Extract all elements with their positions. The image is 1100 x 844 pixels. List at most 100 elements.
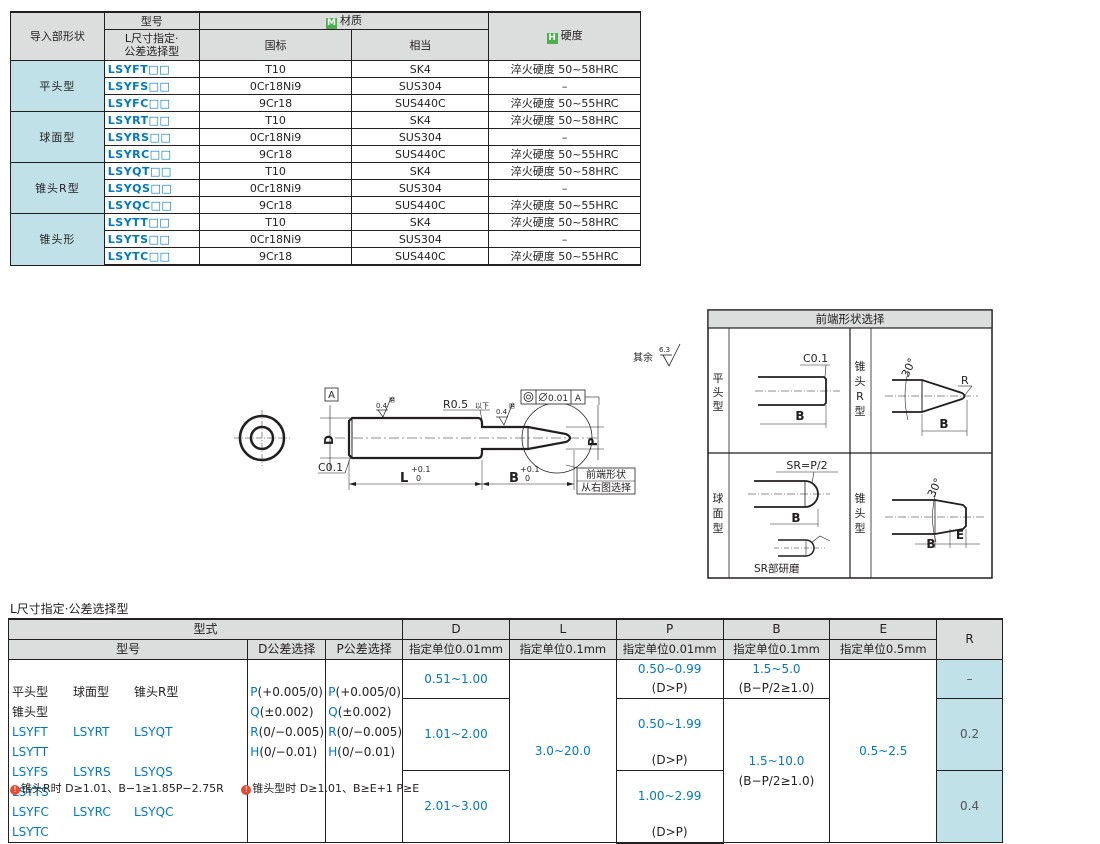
svg-text:B: B bbox=[791, 511, 800, 525]
p-tol-key: H bbox=[328, 745, 338, 759]
hardness-value: – bbox=[488, 128, 641, 146]
shape-name: 平头型 bbox=[10, 60, 105, 112]
gb-material: 9Cr18 bbox=[198, 145, 353, 163]
pin-side-view bbox=[335, 402, 600, 474]
equiv-material: SK4 bbox=[351, 60, 490, 78]
model-code: LSYTS bbox=[12, 785, 49, 799]
d-tol-option: Q(±0.002) bbox=[250, 702, 325, 722]
part-code: LSYRT□□ bbox=[103, 111, 200, 129]
shape-name: 球面型 bbox=[10, 111, 105, 163]
shape-name: 锥头形 bbox=[10, 213, 105, 266]
p-tol-key: P bbox=[328, 685, 336, 699]
svg-text:球: 球 bbox=[713, 491, 724, 505]
equiv-material: SUS440C bbox=[351, 94, 490, 112]
header-equiv: 相当 bbox=[351, 29, 490, 61]
svg-text:C0.1: C0.1 bbox=[803, 352, 828, 365]
hardness-value: – bbox=[488, 77, 641, 95]
p-tol-option: R(0/−0.005) bbox=[328, 722, 402, 742]
header-l-spec-line1: L尺寸指定· bbox=[124, 32, 179, 45]
type-names-row: 平头型球面型锥头R型锥头型 bbox=[12, 682, 247, 722]
svg-text:P: P bbox=[586, 437, 600, 446]
r-value-2: 0.2 bbox=[936, 698, 1003, 771]
p-tolerance-options: P(+0.005/0) Q(±0.002) R(0/−0.005) H(0/−0… bbox=[325, 659, 404, 843]
header-model: 型号 bbox=[7, 639, 249, 660]
svg-text:型: 型 bbox=[855, 521, 866, 535]
l-range: 3.0~20.0 bbox=[508, 659, 617, 843]
gb-material: 9Cr18 bbox=[198, 196, 353, 214]
part-code: LSYTC□□ bbox=[103, 247, 200, 266]
b-range-2: 1.5~10.0 bbox=[748, 753, 805, 768]
p-tol-value: (0/−0.01) bbox=[337, 745, 396, 759]
svg-text:磨: 磨 bbox=[389, 396, 395, 404]
header-l: L bbox=[508, 618, 617, 640]
svg-text:0.4: 0.4 bbox=[496, 408, 508, 416]
end-view bbox=[234, 410, 290, 466]
header-shape: 导入部形状 bbox=[10, 11, 105, 61]
svg-text:头: 头 bbox=[855, 375, 866, 388]
model-code: LSYTC bbox=[12, 825, 49, 839]
d-range-1: 0.51~1.00 bbox=[402, 659, 510, 699]
c01-callout: C0.1 bbox=[318, 455, 352, 474]
selection-table: 型式 D L P B E R 型号 D公差选择 P公差选择 指定单位0.01mm… bbox=[7, 618, 1003, 844]
d-tol-value: (±0.002) bbox=[259, 705, 314, 719]
gb-material: T10 bbox=[198, 213, 353, 231]
p-cond-1: (D>P) bbox=[615, 679, 724, 699]
type-name: 球面型 bbox=[73, 685, 110, 699]
svg-text:R0.5: R0.5 bbox=[443, 398, 468, 411]
gdt-frame: 0.01 A bbox=[520, 389, 600, 405]
model-code: LSYRT bbox=[73, 725, 110, 739]
svg-text:锥: 锥 bbox=[855, 492, 866, 505]
l-dimension: L +0.1 0 bbox=[348, 460, 483, 490]
model-code: LSYFT bbox=[12, 725, 48, 739]
p-tol-option: H(0/−0.01) bbox=[328, 742, 402, 762]
model-code: LSYRS bbox=[73, 765, 111, 779]
shape-name: 锥头R型 bbox=[10, 162, 105, 214]
header-style: 型式 bbox=[7, 618, 404, 640]
p-tol-value: (+0.005/0) bbox=[335, 685, 401, 699]
svg-text:B: B bbox=[926, 537, 935, 551]
tip-shape-note: 前端形状 从右图选择 bbox=[565, 464, 636, 495]
header-p-tol: P公差选择 bbox=[325, 639, 404, 660]
header-l-spec-line2: 公差选择型 bbox=[124, 45, 180, 58]
svg-text:锥: 锥 bbox=[855, 360, 866, 373]
rest-roughness-note: 其余 6.3 bbox=[633, 343, 681, 367]
model-code: LSYTT bbox=[12, 745, 49, 759]
header-e-unit: 指定单位0.5mm bbox=[829, 639, 938, 660]
gb-material: 9Cr18 bbox=[198, 94, 353, 112]
note-icon: ! bbox=[10, 785, 20, 795]
model-code: LSYQC bbox=[134, 805, 174, 819]
svg-text:型: 型 bbox=[713, 399, 724, 413]
hardness-value: – bbox=[488, 230, 641, 248]
svg-text:其余: 其余 bbox=[633, 351, 653, 364]
d-tol-key: H bbox=[250, 745, 260, 759]
part-code: LSYFS□□ bbox=[103, 77, 200, 95]
p-range-3: 1.00~2.99 bbox=[615, 769, 724, 823]
equiv-material: SUS440C bbox=[351, 196, 490, 214]
svg-text:前端形状: 前端形状 bbox=[586, 468, 626, 481]
svg-text:面: 面 bbox=[713, 507, 724, 520]
shape-flat: 平 头 型 C0.1 B bbox=[713, 352, 840, 428]
r05-callout: R0.5 以下 bbox=[443, 398, 490, 426]
note-icon: ! bbox=[241, 785, 252, 795]
model-code: LSYFS bbox=[12, 765, 48, 779]
hardness-value: – bbox=[488, 179, 641, 197]
equiv-material: SUS440C bbox=[351, 145, 490, 163]
svg-text:B: B bbox=[939, 417, 948, 431]
part-code: LSYTS□□ bbox=[103, 230, 200, 248]
gb-material: 9Cr18 bbox=[198, 247, 353, 266]
svg-text:R: R bbox=[856, 390, 864, 403]
hardness-value: 淬火硬度 50~58HRC bbox=[488, 162, 641, 180]
footnote-2: 锥头型时 D≥1.01、B≥E+1 P≥E bbox=[252, 782, 420, 795]
shape-sphere: 球 面 型 SR=P/2 B SR部研磨 bbox=[713, 459, 838, 575]
svg-text:E: E bbox=[956, 528, 964, 542]
header-p-unit: 指定单位0.01mm bbox=[615, 639, 724, 660]
